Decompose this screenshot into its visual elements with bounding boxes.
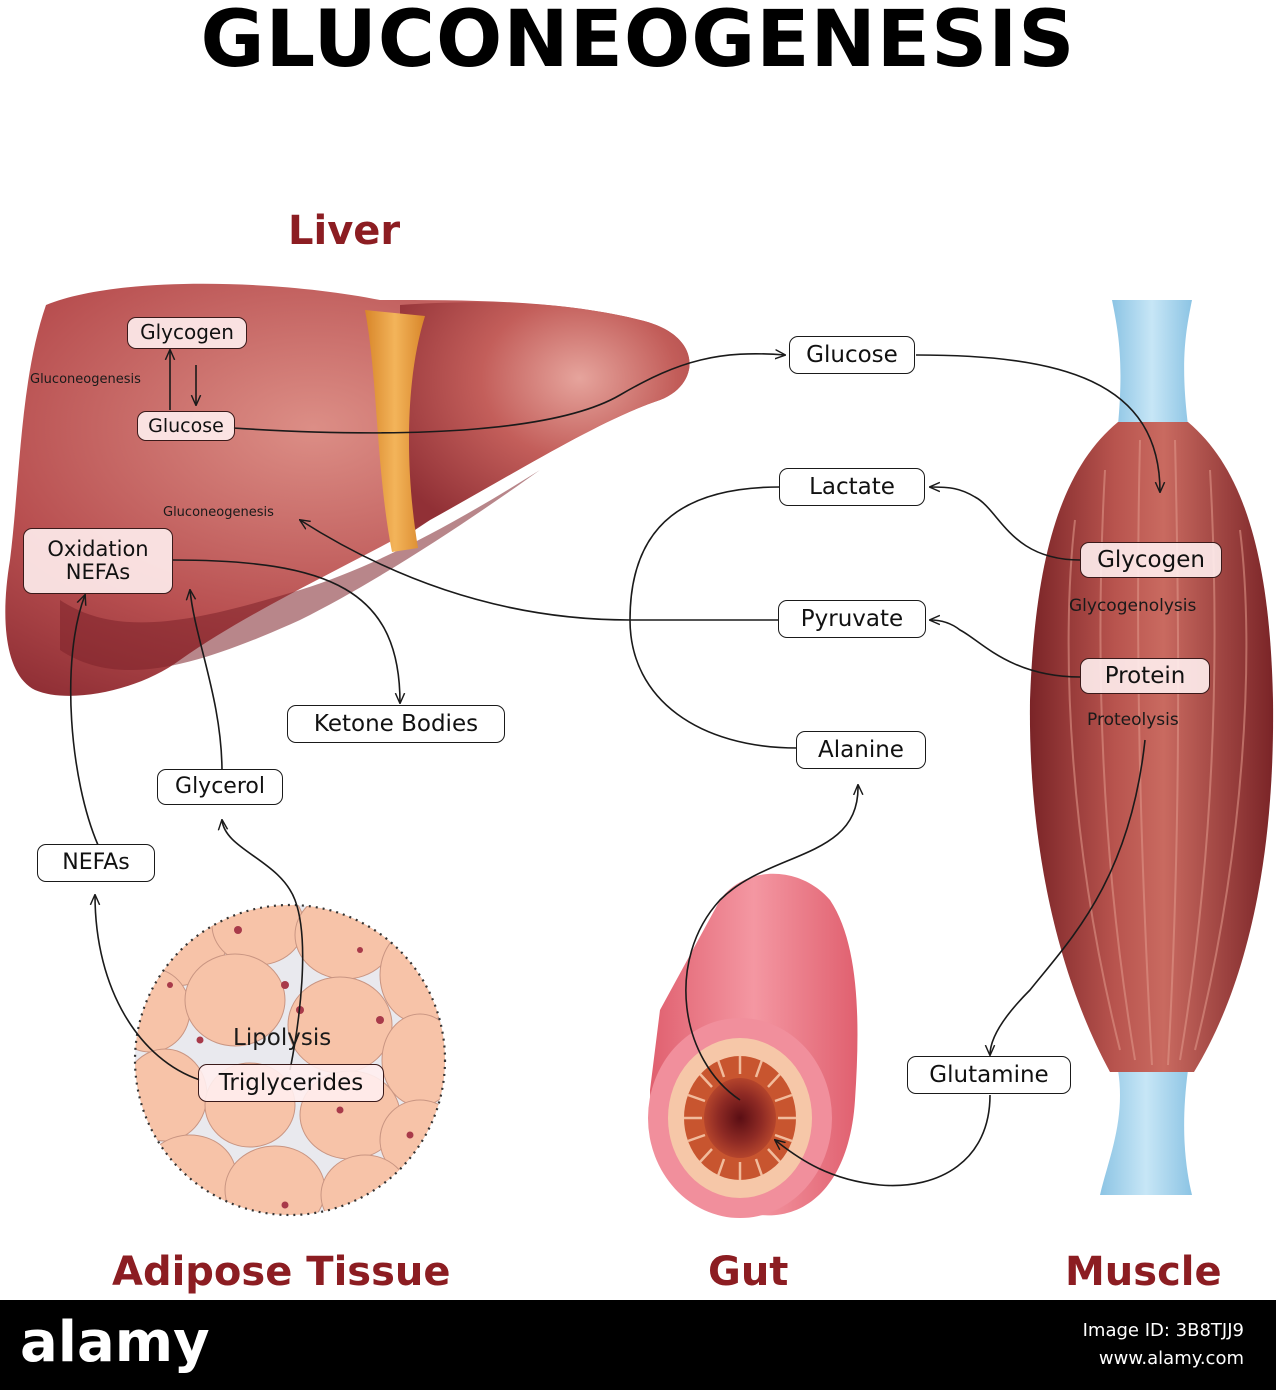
arrow-triglycerides-to-glycerol [222,820,304,1071]
arrow-nefas-to-liver [69,595,99,846]
arrow-alanine-branch [629,619,798,749]
image-id-text: Image ID: 3B8TJJ9 [1082,1320,1244,1341]
liver-oxidation-line2: NEFAs [65,560,131,584]
glutamine-node: Glutamine [907,1056,1071,1094]
arrow-glucose-to-muscle [915,354,1160,492]
muscle-glycogenolysis-label: Glycogenolysis [1069,596,1197,616]
arrow-lactate-branch [629,486,781,621]
arrow-to-liver-gluconeogenesis [300,520,631,621]
arrow-oxidation-to-ketone [171,559,400,703]
muscle-protein-node: Protein [1080,658,1210,694]
liver-gluconeogenesis-label: Gluconeogenesis [30,372,141,387]
gluconeogenesis-diagram: GLUCONEOGENESIS Liver Adipose Tissue Gut… [5,0,1274,1295]
stock-footer: alamy Image ID: 3B8TJJ9 www.alamy.com [0,1300,1276,1390]
page-title: GLUCONEOGENESIS [200,0,1076,85]
arrow-glycogen-to-lactate [930,487,1081,561]
nefas-node: NEFAs [37,844,155,882]
organ-label-muscle: Muscle [1065,1249,1222,1295]
arrow-glutamine-to-gut [775,1094,991,1187]
liver-gluconeogenesis-mid-label: Gluconeogenesis [163,505,274,520]
liver-illustration [5,283,690,696]
alamy-logo: alamy [20,1310,210,1375]
alanine-node: Alanine [796,731,926,769]
arrow-gut-to-alanine [685,785,858,1101]
arrow-glycerol-to-liver [190,590,223,773]
adipose-lipolysis-label: Lipolysis [233,1025,332,1051]
stock-url-text: www.alamy.com [1098,1348,1244,1369]
adipose-triglycerides-node: Triglycerides [198,1064,384,1102]
arrow-protein-to-pyruvate [930,620,1081,678]
organ-label-gut: Gut [708,1249,789,1295]
glycerol-node: Glycerol [157,769,283,805]
pyruvate-node: Pyruvate [778,600,926,638]
organ-label-adipose: Adipose Tissue [112,1249,451,1295]
arrow-liver-glucose-to-glucose [232,354,785,434]
lactate-node: Lactate [779,468,925,506]
glucose-node: Glucose [789,336,915,374]
muscle-proteolysis-label: Proteolysis [1087,710,1179,730]
gut-illustration [648,873,858,1218]
arrow-triglycerides-to-nefas [95,895,201,1081]
liver-glucose-node: Glucose [137,411,235,441]
liver-oxidation-node: Oxidation NEFAs [23,528,173,594]
pathway-arrows [69,350,1160,1187]
liver-oxidation-line1: Oxidation [47,537,149,562]
organ-label-liver: Liver [288,208,401,254]
muscle-glycogen-node: Glycogen [1080,542,1222,578]
ketone-bodies-node: Ketone Bodies [287,705,505,743]
arrow-proteolysis-to-glutamine [990,739,1146,1055]
diagram-artwork [5,283,1274,1218]
liver-glycogen-node: Glycogen [127,317,247,349]
